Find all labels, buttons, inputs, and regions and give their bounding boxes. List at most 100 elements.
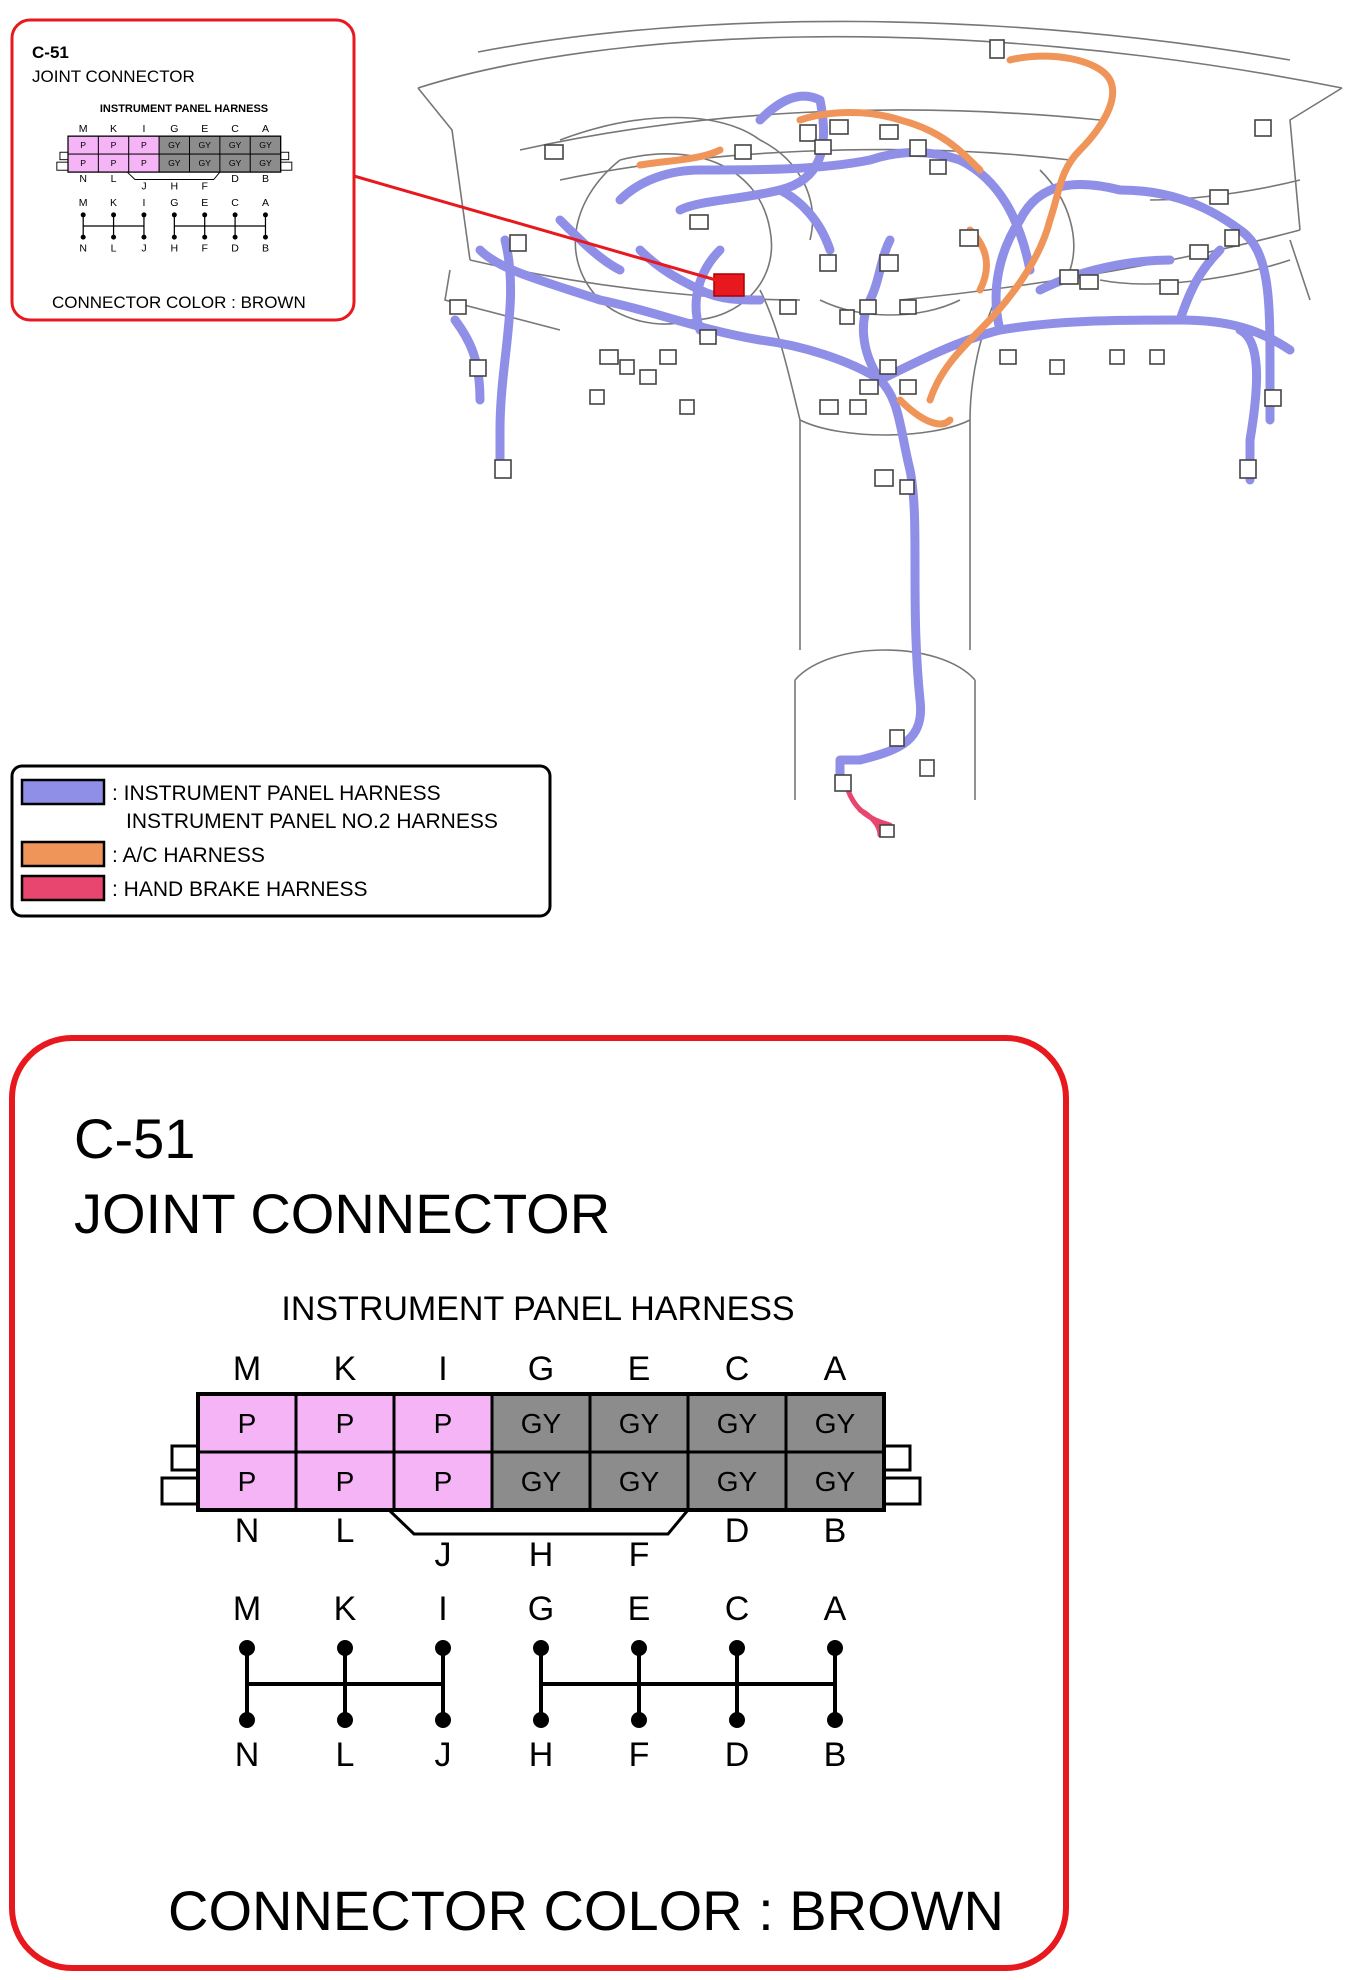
large-detail-frame: C-51 JOINT CONNECTOR INSTRUMENT PANEL HA… xyxy=(9,1035,1069,1971)
small-pin-label-bottom: L xyxy=(111,173,117,185)
small-schematic-label-bottom: B xyxy=(262,242,269,254)
large-pin-color-code: GY xyxy=(619,1408,660,1439)
page-title: JOINT CONNECTOR xyxy=(74,1182,610,1245)
legend-label: INSTRUMENT PANEL NO.2 HARNESS xyxy=(126,810,498,833)
large-pin-color-code: GY xyxy=(717,1408,758,1439)
large-schematic-label-top: G xyxy=(528,1590,554,1628)
large-pin-label-top: C xyxy=(725,1350,750,1388)
small-schematic-pin xyxy=(80,234,86,240)
legend: : INSTRUMENT PANEL HARNESS INSTRUMENT PAN… xyxy=(10,764,552,918)
legend-label: : A/C HARNESS xyxy=(112,844,265,867)
small-pin-label-bottom: H xyxy=(171,180,179,192)
small-schematic-pin xyxy=(171,234,177,240)
large-schematic-label-top: M xyxy=(233,1590,261,1628)
large-pin-cell xyxy=(490,1392,592,1454)
small-harness-name: INSTRUMENT PANEL HARNESS xyxy=(100,103,268,115)
small-right-tab-lower xyxy=(280,161,293,171)
large-schematic-pin xyxy=(239,1640,255,1656)
page-title-code: C-51 xyxy=(74,1107,195,1170)
small-schematic-label-top: G xyxy=(170,197,178,209)
small-pin-label-bottom: B xyxy=(262,173,269,185)
small-schematic-label-top: K xyxy=(110,197,117,209)
large-pin-color-code: P xyxy=(336,1466,355,1497)
small-connector-name: JOINT CONNECTOR xyxy=(32,67,195,86)
large-pin-label-bottom: H xyxy=(529,1536,554,1574)
small-pin-label-bottom: D xyxy=(231,173,239,185)
small-schematic-label-bottom: D xyxy=(231,242,239,254)
large-schematic-label-top: C xyxy=(725,1590,750,1628)
large-pin-cell xyxy=(588,1450,690,1512)
small-left-tab-lower xyxy=(56,161,69,171)
connector-icons xyxy=(449,39,1282,838)
large-pin-label-bottom: D xyxy=(725,1512,750,1550)
small-left-tab-upper xyxy=(59,151,69,161)
large-pin-color-code: P xyxy=(238,1466,257,1497)
callout-line xyxy=(353,174,717,282)
small-pin-color-code: P xyxy=(141,158,147,168)
large-schematic-label-bottom: B xyxy=(824,1736,847,1774)
large-schematic-pin xyxy=(533,1712,549,1728)
small-schematic-label-top: I xyxy=(142,197,145,209)
large-pin-label-bottom: F xyxy=(629,1536,650,1574)
small-pin-color-code: P xyxy=(111,158,117,168)
small-pin-color-code: GY xyxy=(229,140,242,150)
large-schematic-pin xyxy=(435,1640,451,1656)
small-schematic-pin xyxy=(111,212,117,218)
large-pin-label-top: E xyxy=(628,1350,651,1388)
large-pin-label-top: A xyxy=(824,1350,847,1388)
small-pin-label-top: K xyxy=(110,123,117,135)
small-pin-color-code: GY xyxy=(259,158,272,168)
large-connector-body xyxy=(196,1392,886,1512)
large-schematic-pin xyxy=(729,1640,745,1656)
large-pin-label-bottom: L xyxy=(336,1512,355,1550)
small-schematic-label-top: A xyxy=(262,197,269,209)
large-pin-label-top: G xyxy=(528,1350,554,1388)
large-left-tab-lower xyxy=(160,1476,200,1506)
large-pin-color-code: P xyxy=(434,1466,453,1497)
large-schematic-label-top: A xyxy=(824,1590,847,1628)
small-connector-code: C-51 xyxy=(32,43,69,62)
small-schematic-label-bottom: J xyxy=(141,242,146,254)
large-pin-color-code: GY xyxy=(521,1408,562,1439)
large-schematic-pin xyxy=(337,1640,353,1656)
small-pin-color-code: GY xyxy=(229,158,242,168)
large-schematic-pin xyxy=(827,1640,843,1656)
small-schematic-pin xyxy=(141,212,147,218)
small-schematic-label-bottom: N xyxy=(79,242,87,254)
small-schematic-pin xyxy=(111,234,117,240)
large-pin-label-bottom: B xyxy=(824,1512,847,1550)
large-schematic-label-top: I xyxy=(438,1590,447,1628)
large-pin-cell xyxy=(784,1450,886,1512)
small-pin-label-top: C xyxy=(231,123,239,135)
small-schematic-label-top: C xyxy=(231,197,239,209)
small-pin-label-top: E xyxy=(201,123,208,135)
instrument-panel-harness-route xyxy=(450,91,1295,785)
legend-label: : HAND BRAKE HARNESS xyxy=(112,878,368,901)
large-schematic-label-bottom: H xyxy=(529,1736,554,1774)
small-pin-color-code: P xyxy=(141,140,147,150)
large-pin-color-code: GY xyxy=(815,1408,856,1439)
small-schematic-pin xyxy=(80,212,86,218)
small-schematic-pin xyxy=(202,212,208,218)
small-schematic-pin xyxy=(171,212,177,218)
legend-label: : INSTRUMENT PANEL HARNESS xyxy=(112,782,441,805)
large-pin-color-code: P xyxy=(434,1408,453,1439)
large-pin-label-bottom: N xyxy=(235,1512,260,1550)
large-pin-label-top: K xyxy=(334,1350,357,1388)
small-schematic-label-bottom: L xyxy=(111,242,117,254)
small-schematic-pin xyxy=(202,234,208,240)
ac-harness-route xyxy=(636,52,1117,428)
small-pin-color-code: P xyxy=(80,140,86,150)
large-pin-label-bottom: J xyxy=(435,1536,452,1574)
small-pin-label-bottom: J xyxy=(141,180,146,192)
small-schematic-pin xyxy=(262,234,268,240)
large-schematic-pin xyxy=(729,1712,745,1728)
small-connector-body xyxy=(67,135,282,173)
c51-location-highlight[interactable] xyxy=(713,273,745,297)
legend-swatch xyxy=(20,778,106,806)
large-pin-color-code: P xyxy=(238,1408,257,1439)
small-pin-color-code: GY xyxy=(168,158,181,168)
